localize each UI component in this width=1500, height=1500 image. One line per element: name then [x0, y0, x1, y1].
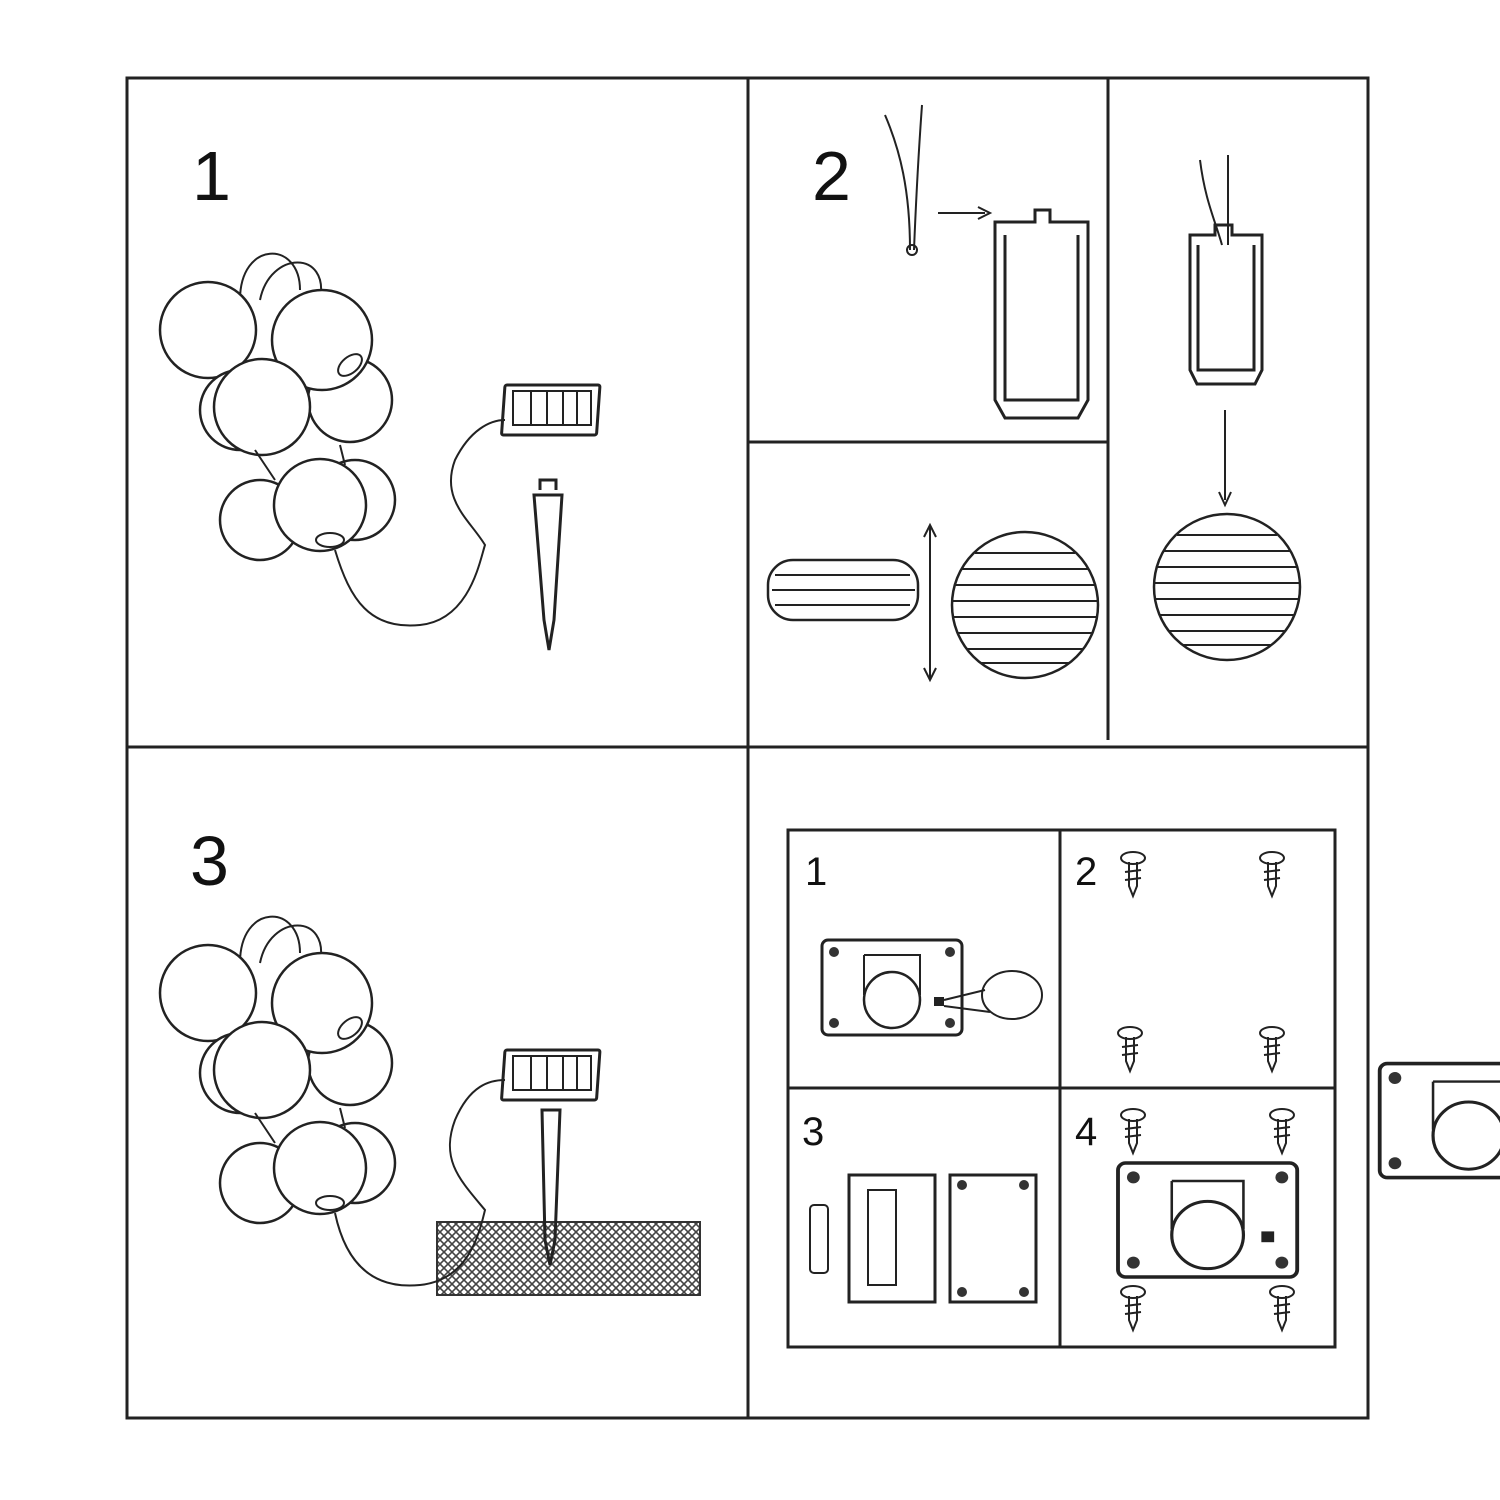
switch-detail-callout — [981, 970, 1043, 1020]
ground-soil — [436, 1221, 701, 1296]
battery — [809, 1204, 829, 1274]
screw-icon — [1120, 1108, 1146, 1154]
solar-box-mounted — [1116, 1161, 1300, 1279]
lantern-frame-with-wire — [1188, 223, 1264, 386]
screw-icon — [1117, 1026, 1143, 1072]
light-string-illustration — [158, 915, 397, 1225]
screw-icon — [1259, 1026, 1285, 1072]
paper-lantern — [950, 530, 1100, 680]
screw-icon — [1269, 1285, 1295, 1331]
lantern-frame — [993, 208, 1090, 420]
battery-cover — [948, 1173, 1038, 1304]
battery-compartment — [847, 1173, 937, 1304]
substep-number: 2 — [1075, 850, 1097, 894]
ground-stake — [532, 478, 564, 651]
cable — [334, 419, 506, 627]
step-number: 1 — [192, 137, 231, 215]
solar-panel — [500, 1048, 602, 1102]
arrow-down-icon — [1218, 410, 1232, 508]
screw-icon — [1269, 1108, 1295, 1154]
arrow-icon — [938, 206, 993, 220]
solar-panel — [500, 383, 602, 437]
step-number: 2 — [812, 137, 851, 215]
step-number: 3 — [190, 822, 229, 900]
screw-icon — [1120, 1285, 1146, 1331]
step-2-panel: 2 — [766, 104, 1302, 683]
mounting-instructions: 1 2 3 4 — [786, 828, 1500, 1349]
substep-number: 1 — [805, 850, 827, 894]
expand-arrow-icon — [923, 522, 937, 683]
step-1-panel: 1 — [158, 137, 602, 651]
step-3-panel: 3 — [158, 822, 701, 1296]
hanging-wire — [884, 104, 923, 251]
screw-icon — [1120, 851, 1146, 897]
light-string-illustration — [158, 252, 397, 562]
screw-icon — [1259, 851, 1285, 897]
substep-number: 3 — [802, 1110, 824, 1154]
substep-number: 4 — [1075, 1110, 1097, 1154]
solar-box-switch — [820, 938, 964, 1037]
solar-box-mount — [1377, 1061, 1500, 1180]
ground-stake — [540, 1108, 562, 1266]
paper-lantern — [1152, 512, 1302, 662]
